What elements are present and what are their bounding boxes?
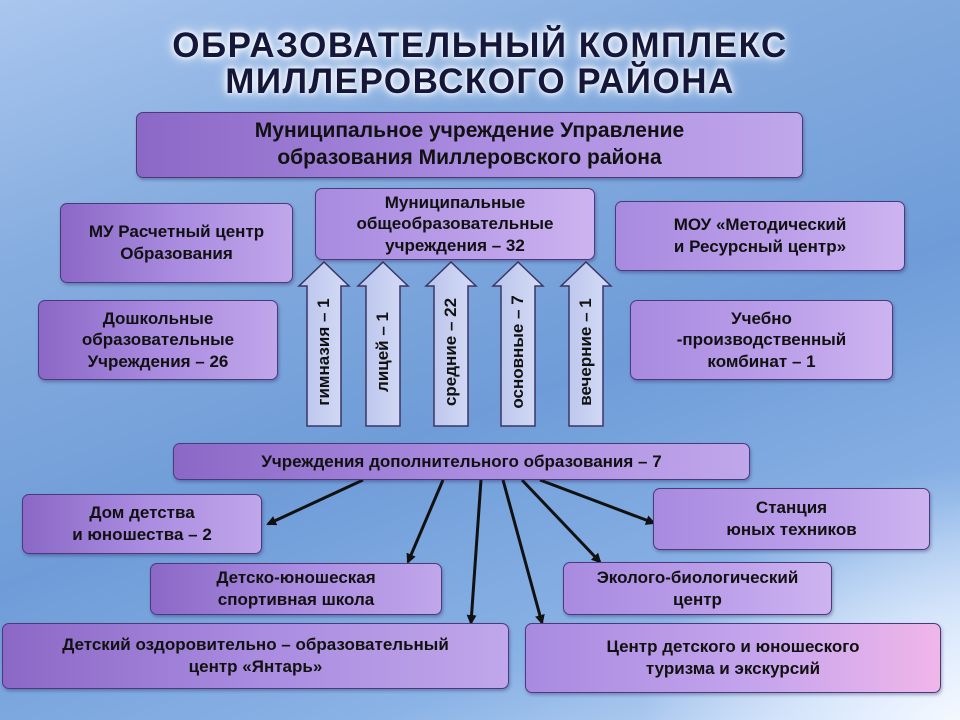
box-eco-center: Эколого-биологический центр — [563, 562, 832, 615]
box-production: Учебно -производственный комбинат – 1 — [630, 300, 893, 380]
box-calc-center: МУ Расчетный центр Образования — [60, 203, 293, 283]
school-type-lyceum: лицей – 1 — [373, 312, 392, 392]
up-arrow-lyceum — [356, 260, 410, 427]
arrow-to-house-children — [266, 478, 364, 526]
box-sport-school: Детско-юношеская спортивная школа — [150, 563, 442, 615]
page-title-line-1: ОБРАЗОВАТЕЛЬНЫЙ КОМПЛЕКС — [172, 26, 788, 65]
school-type-secondary: средние – 22 — [441, 297, 460, 407]
school-type-arrows — [297, 260, 613, 427]
box-additional-education: Учреждения дополнительного образования –… — [173, 443, 750, 480]
page-title-line-2: МИЛЛЕРОВСКОГО РАЙОНА — [225, 62, 735, 101]
arrow-to-sport-school — [406, 479, 445, 564]
arrow-to-eco-center — [520, 478, 602, 564]
box-method-center: МОУ «Методический и Ресурсный центр» — [615, 201, 905, 271]
arrow-to-young-tech — [539, 478, 656, 525]
box-yantar: Детский оздоровительно – образовательный… — [2, 623, 509, 689]
arrow-to-tourism — [501, 479, 545, 625]
school-type-gymnasium: гимназия – 1 — [314, 298, 333, 406]
school-type-evening: вечерние – 1 — [576, 298, 595, 406]
box-preschool: Дошкольные образовательные Учреждения – … — [38, 300, 278, 380]
box-tourism: Центр детского и юношеского туризма и эк… — [525, 623, 941, 693]
box-management: Муниципальное учреждение Управление обра… — [136, 112, 803, 178]
up-arrow-basic — [491, 260, 545, 427]
arrow-to-yantar — [466, 479, 483, 625]
up-arrow-gymnasium — [297, 260, 351, 427]
box-general-schools: Муниципальные общеобразовательные учрежд… — [315, 188, 595, 260]
up-arrow-evening — [559, 260, 613, 427]
school-type-basic: основные – 7 — [508, 295, 527, 409]
up-arrow-secondary — [424, 260, 478, 427]
box-young-technicians: Станция юных техников — [653, 488, 930, 550]
box-house-children: Дом детства и юношества – 2 — [22, 494, 262, 554]
